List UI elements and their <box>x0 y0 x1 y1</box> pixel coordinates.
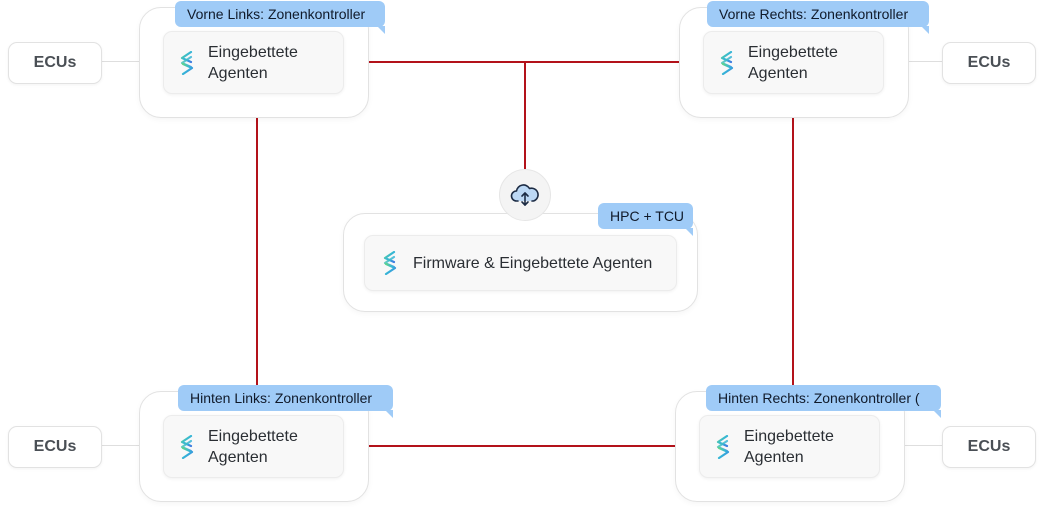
agent-logo-icon <box>718 51 736 75</box>
agent-card[interactable]: Eingebettete Agenten <box>699 415 880 478</box>
ecu-label: ECUs <box>33 54 77 71</box>
agent-label-line2: Agenten <box>748 64 808 82</box>
ecu-connector-rear-right <box>903 445 942 446</box>
ecu-box-front-left[interactable]: ECUs <box>8 42 102 84</box>
connector-right-vertical <box>792 117 794 392</box>
tag-tail <box>921 26 929 34</box>
agent-card[interactable]: Eingebettete Agenten <box>163 415 344 478</box>
zone-tag-front-right: Vorne Rechts: Zonenkontroller <box>707 1 929 27</box>
connector-front-top <box>368 61 679 63</box>
connector-rear-bottom <box>368 445 675 447</box>
connector-front-to-center <box>524 61 526 169</box>
agent-label-line2: Agenten <box>744 448 804 466</box>
ecu-connector-front-right <box>907 61 942 62</box>
agent-card[interactable]: Eingebettete Agenten <box>163 31 344 94</box>
zone-center-hpc[interactable]: Firmware & Eingebettete Agenten <box>343 213 698 312</box>
firmware-agent-label: Firmware & Eingebettete Agenten <box>413 254 653 272</box>
cloud-node[interactable] <box>499 169 551 221</box>
ecu-connector-front-left <box>100 61 139 62</box>
agent-logo-icon <box>178 435 196 459</box>
cloud-upload-download-icon <box>510 184 539 206</box>
zone-tag-center: HPC + TCU <box>598 203 693 229</box>
zone-tag-rear-left: Hinten Links: Zonenkontroller <box>178 385 393 411</box>
agent-label-line1: Eingebettete <box>744 427 834 445</box>
agent-label-line2: Agenten <box>208 448 268 466</box>
agent-label-line1: Eingebettete <box>208 427 298 445</box>
ecu-box-rear-right[interactable]: ECUs <box>942 426 1036 468</box>
tag-tail <box>377 26 385 34</box>
firmware-agent-card[interactable]: Firmware & Eingebettete Agenten <box>364 235 677 291</box>
agent-card[interactable]: Eingebettete Agenten <box>703 31 884 94</box>
tag-tail <box>685 228 693 236</box>
ecu-label: ECUs <box>967 438 1011 455</box>
ecu-label: ECUs <box>33 438 77 455</box>
ecu-box-front-right[interactable]: ECUs <box>942 42 1036 84</box>
agent-logo-icon <box>714 435 732 459</box>
agent-label-line1: Eingebettete <box>208 43 298 61</box>
tag-tail <box>933 410 941 418</box>
zone-tag-rear-right: Hinten Rechts: Zonenkontroller ( <box>706 385 941 411</box>
agent-logo-icon <box>178 51 196 75</box>
connector-left-vertical <box>256 117 258 392</box>
agent-label-line1: Eingebettete <box>748 43 838 61</box>
tag-tail <box>385 410 393 418</box>
ecu-label: ECUs <box>967 54 1011 71</box>
zone-tag-front-left: Vorne Links: Zonenkontroller <box>175 1 385 27</box>
agent-label-line2: Agenten <box>208 64 268 82</box>
agent-logo-icon <box>381 251 399 275</box>
ecu-connector-rear-left <box>100 445 139 446</box>
ecu-box-rear-left[interactable]: ECUs <box>8 426 102 468</box>
